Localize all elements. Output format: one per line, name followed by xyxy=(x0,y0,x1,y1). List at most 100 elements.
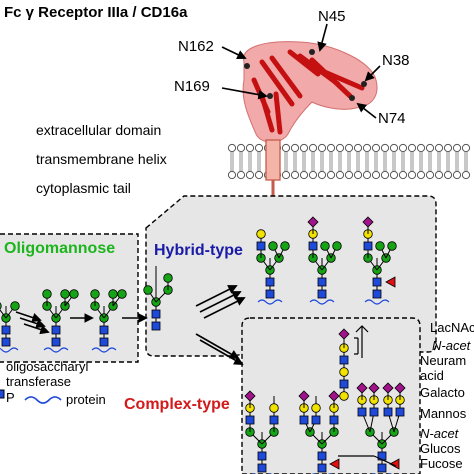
glcnac-symbol xyxy=(299,415,309,425)
glcnac-symbol xyxy=(339,379,349,389)
mannose-symbol xyxy=(10,301,20,311)
glcnac-symbol xyxy=(257,451,267,461)
protein-wave-symbol xyxy=(24,396,62,404)
legend-galactose: Galacto xyxy=(420,385,465,400)
legend-n-acetyl-2: N-acet xyxy=(420,426,459,441)
mannose-symbol xyxy=(320,241,330,251)
label-transmembrane-helix: transmembrane helix xyxy=(36,151,167,167)
glcnac-symbol xyxy=(317,277,327,287)
sialic-acid-symbol xyxy=(328,390,340,402)
legend-mannose: Mannos xyxy=(420,406,467,421)
mannose-symbol xyxy=(387,241,397,251)
mannose-symbol xyxy=(0,302,2,310)
glcnac-symbol xyxy=(372,277,382,287)
pathway-arrows xyxy=(15,285,246,365)
galactose-symbol xyxy=(339,391,349,401)
mannose-symbol xyxy=(60,289,70,299)
sialic-acid-symbol xyxy=(368,382,380,394)
glcnac-symbol xyxy=(257,463,267,473)
hybrid-panel xyxy=(145,195,437,357)
sialic-acid-symbol xyxy=(244,390,256,402)
glcnac-symbol xyxy=(317,463,327,473)
galactose-symbol xyxy=(339,367,349,377)
glcnac-symbol xyxy=(317,289,327,299)
glcnac-symbol xyxy=(99,337,109,347)
glcnac-symbol xyxy=(329,415,339,425)
glcnac-symbol xyxy=(377,463,387,473)
glcnac-symbol xyxy=(308,241,318,251)
figure-title: Fc γ Receptor IIIa / CD16a xyxy=(4,4,188,21)
transmembrane-helix xyxy=(265,139,281,181)
legend-enzyme-line2: transferase xyxy=(6,374,72,389)
label-hybrid-type: Hybrid-type xyxy=(154,242,243,259)
glcnac-symbol xyxy=(151,309,161,319)
site-label-n45: N45 xyxy=(318,8,346,25)
label-oligomannose: Oligomannose xyxy=(4,240,116,257)
glcnac-symbol xyxy=(269,415,279,425)
site-label-n74: N74 xyxy=(378,110,406,127)
mannose-symbol xyxy=(143,285,153,295)
mannose-symbol xyxy=(117,289,127,299)
legend-glycan-symbols xyxy=(338,325,397,467)
glcnac-symbol xyxy=(245,415,255,425)
galactose-symbol xyxy=(311,403,321,413)
sialic-acid-symbol xyxy=(338,328,350,340)
glcnac-symbol xyxy=(1,337,11,347)
glcnac-symbol xyxy=(372,289,382,299)
glcnac-symbol xyxy=(265,277,275,287)
mannose-symbol xyxy=(268,241,278,251)
sialic-acid-symbol xyxy=(362,216,374,228)
glycan-structures xyxy=(0,216,406,474)
label-cytoplasmic-tail: cytoplasmic tail xyxy=(36,180,131,196)
fucose-symbol xyxy=(329,458,340,470)
glcnac-symbol xyxy=(357,407,367,417)
label-extracellular-domain: extracellular domain xyxy=(36,122,162,138)
glcnac-symbol xyxy=(339,355,349,365)
legend-n-acetyl-1: N-acet xyxy=(432,338,471,353)
galactose-symbol xyxy=(256,229,266,239)
glcnac-symbol xyxy=(369,407,379,417)
legend-protein: protein xyxy=(66,392,106,407)
legend-glucose: Glucos xyxy=(420,441,461,456)
sialic-acid-symbol xyxy=(356,382,368,394)
fucose-symbol xyxy=(389,458,400,470)
glcnac-symbol xyxy=(256,241,266,251)
site-label-n38: N38 xyxy=(382,52,410,69)
glcnac-symbol xyxy=(311,415,321,425)
glcnac-symbol xyxy=(317,451,327,461)
glcnac-symbol xyxy=(363,241,373,251)
glcnac-symbol xyxy=(151,321,161,331)
mannose-symbol xyxy=(375,241,385,251)
site-label-n162: N162 xyxy=(178,38,214,55)
mannose-symbol xyxy=(163,273,173,283)
sialic-acid-symbol xyxy=(298,390,310,402)
galactose-symbol xyxy=(269,403,279,413)
mannose-symbol xyxy=(280,241,290,251)
mannose-symbol xyxy=(42,289,52,299)
legend-lacnac: LacNAc xyxy=(430,320,474,335)
glcnac-symbol xyxy=(1,325,11,335)
legend-neuraminic-line2: acid xyxy=(420,368,444,383)
glcnac-symbol xyxy=(395,407,405,417)
mannose-symbol xyxy=(90,289,100,299)
legend-p-fragment: P xyxy=(6,390,15,405)
p-square-symbol xyxy=(0,389,5,399)
legend-fucose: Fucose xyxy=(420,456,463,471)
sialic-acid-symbol xyxy=(394,382,406,394)
mannose-symbol xyxy=(69,289,79,299)
fucose-symbol xyxy=(385,276,396,288)
mannose-symbol xyxy=(332,241,342,251)
glcnac-symbol xyxy=(51,325,61,335)
legend-enzyme-line1: oligosaccharyl xyxy=(6,359,89,374)
site-label-n169: N169 xyxy=(174,78,210,95)
glcnac-symbol xyxy=(383,407,393,417)
legend-neuraminic-line1: Neuram xyxy=(420,353,467,368)
mannose-symbol xyxy=(108,289,118,299)
sialic-acid-symbol xyxy=(382,382,394,394)
receptor-structure xyxy=(242,41,378,143)
label-complex-type: Complex-type xyxy=(124,396,230,413)
lipid-bilayer xyxy=(227,143,471,180)
glcnac-symbol xyxy=(265,289,275,299)
glcnac-symbol xyxy=(51,337,61,347)
